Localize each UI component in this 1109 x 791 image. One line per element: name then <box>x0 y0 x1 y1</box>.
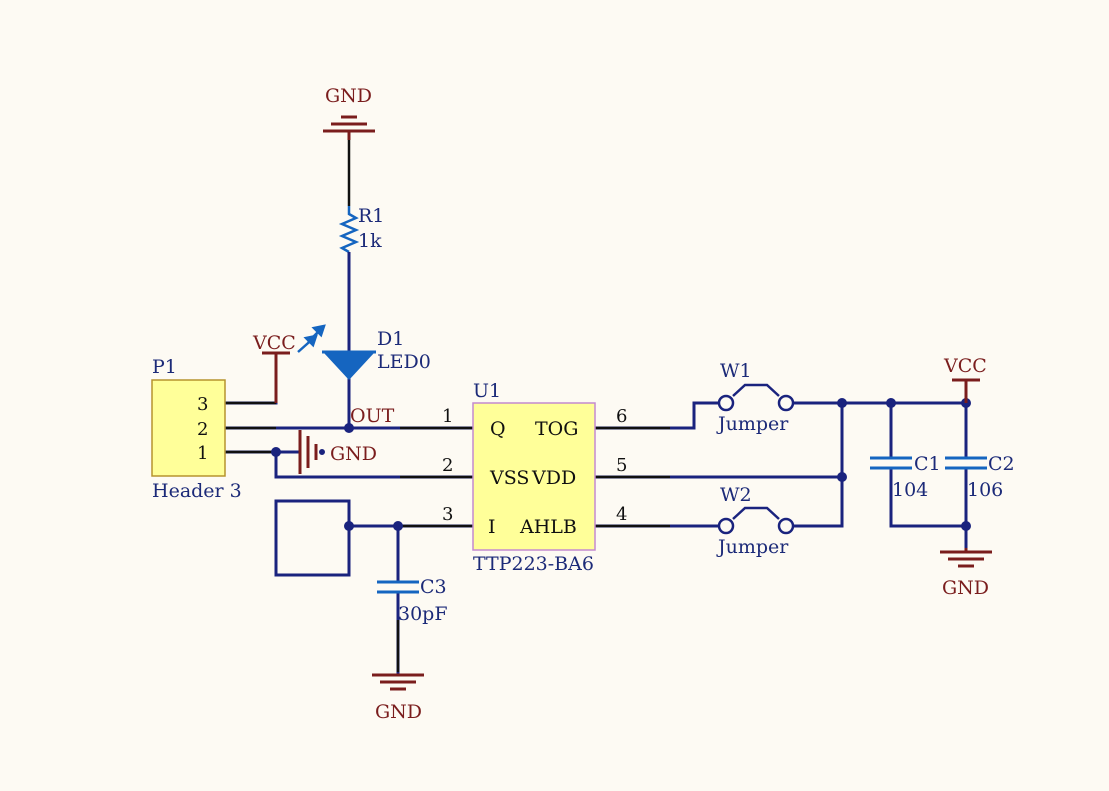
pin2-number: 2 <box>442 455 453 476</box>
w2-jumper <box>717 506 795 535</box>
p1-header-body <box>151 379 226 477</box>
out-net-label: OUT <box>350 405 395 427</box>
d1-ref-label: D1 <box>377 328 404 350</box>
p1-name-label: Header 3 <box>152 480 242 502</box>
c1-capacitor <box>870 456 912 470</box>
p1-pin2-label: 2 <box>197 419 208 440</box>
c3-value-label: 30pF <box>398 603 448 625</box>
u1-pin-q-label: Q <box>490 418 506 440</box>
gnd-top-label: GND <box>325 85 372 107</box>
u1-pin-vss-label: VSS <box>489 467 529 489</box>
c1-ref-label: C1 <box>914 453 941 475</box>
u1-name-label: TTP223-BA6 <box>473 553 594 575</box>
w2-value-label: Jumper <box>716 536 789 558</box>
pin-leads <box>226 136 670 672</box>
c3-capacitor <box>377 580 419 594</box>
r1-resistor <box>338 206 360 254</box>
vcc-left-label: VCC <box>252 332 296 354</box>
gnd-bottom-symbol <box>372 673 424 691</box>
d1-value-label: LED0 <box>377 351 431 373</box>
pin1-number: 1 <box>442 406 453 427</box>
gnd-right-symbol <box>940 548 992 568</box>
vcc-right-label: VCC <box>943 355 987 377</box>
w2-ref-label: W2 <box>720 484 752 506</box>
gnd-top-symbol <box>323 115 375 140</box>
switch-contact <box>319 449 325 455</box>
pin5-number: 5 <box>616 455 627 476</box>
c3-ref-label: C3 <box>420 576 447 598</box>
c2-value-label: 106 <box>967 479 1003 501</box>
d1-led <box>297 324 376 380</box>
pin6-number: 6 <box>616 406 627 427</box>
r1-value-label: 1k <box>358 230 382 252</box>
pin3-number: 3 <box>442 504 453 525</box>
p1-ref-label: P1 <box>152 356 177 378</box>
u1-pin-vdd-label: VDD <box>531 467 576 489</box>
p1-pin3-label: 3 <box>197 394 208 415</box>
c2-capacitor <box>945 456 987 470</box>
w1-ref-label: W1 <box>720 360 752 382</box>
u1-pin-ahlb-label: AHLB <box>519 516 577 538</box>
gnd-switch-symbol <box>298 430 318 474</box>
r1-ref-label: R1 <box>358 205 384 227</box>
vcc-left-symbol <box>262 351 290 403</box>
u1-pin-tog-label: TOG <box>535 418 578 440</box>
vcc-right-symbol <box>952 378 980 403</box>
gnd-switch-label: GND <box>330 443 377 465</box>
w1-jumper <box>717 383 795 412</box>
u1-pin-i-label: I <box>488 516 496 538</box>
u1-ic-body <box>472 402 596 551</box>
gnd-bottom-label: GND <box>375 701 422 723</box>
pin4-number: 4 <box>616 504 627 525</box>
u1-ref-label: U1 <box>473 380 501 402</box>
c2-ref-label: C2 <box>988 453 1015 475</box>
w1-value-label: Jumper <box>716 413 789 435</box>
junctions <box>271 398 971 531</box>
gnd-right-label: GND <box>942 577 989 599</box>
p1-pin1-label: 1 <box>197 443 208 464</box>
c1-value-label: 104 <box>892 479 928 501</box>
